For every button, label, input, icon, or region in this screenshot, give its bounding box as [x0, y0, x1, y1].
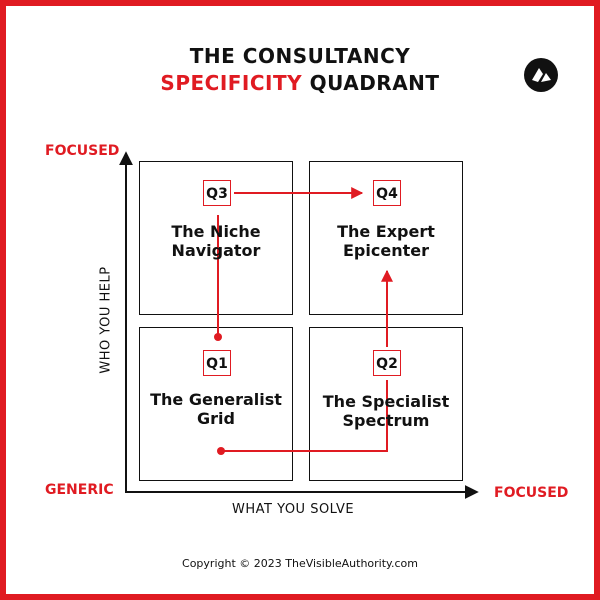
copyright-footer: Copyright © 2023 TheVisibleAuthority.com — [182, 557, 418, 570]
quadrant-q1-tag: Q1 — [203, 350, 231, 376]
quadrant-q3-tag: Q3 — [203, 180, 231, 206]
title-line-1: THE CONSULTANCY — [189, 44, 411, 68]
quadrant-q4-name: The Expert Epicenter — [337, 222, 435, 260]
quadrant-q4-tag: Q4 — [373, 180, 401, 206]
connector-start-to-q2 — [221, 380, 388, 452]
title-line-2-rest: QUADRANT — [302, 71, 440, 95]
y-axis-bottom-label: GENERIC — [45, 482, 114, 498]
quadrant-q3-name: The Niche Navigator — [171, 222, 261, 260]
quadrant-q2-name: The Specialist Spectrum — [322, 392, 450, 430]
visible-authority-logo-icon — [524, 58, 558, 92]
title-line-2: SPECIFICITY QUADRANT — [0, 71, 600, 95]
quadrant-q2-tag: Q2 — [373, 350, 401, 376]
x-axis-right-label: FOCUSED — [494, 485, 569, 501]
y-axis-title: WHO YOU HELP — [98, 266, 114, 374]
x-axis-title: WHAT YOU SOLVE — [232, 502, 355, 517]
connector-q1-dot — [214, 333, 222, 341]
title-accent-word: SPECIFICITY — [160, 71, 303, 95]
y-axis-top-label: FOCUSED — [45, 143, 120, 159]
quadrant-q1-name: The Generalist Grid — [150, 390, 282, 428]
